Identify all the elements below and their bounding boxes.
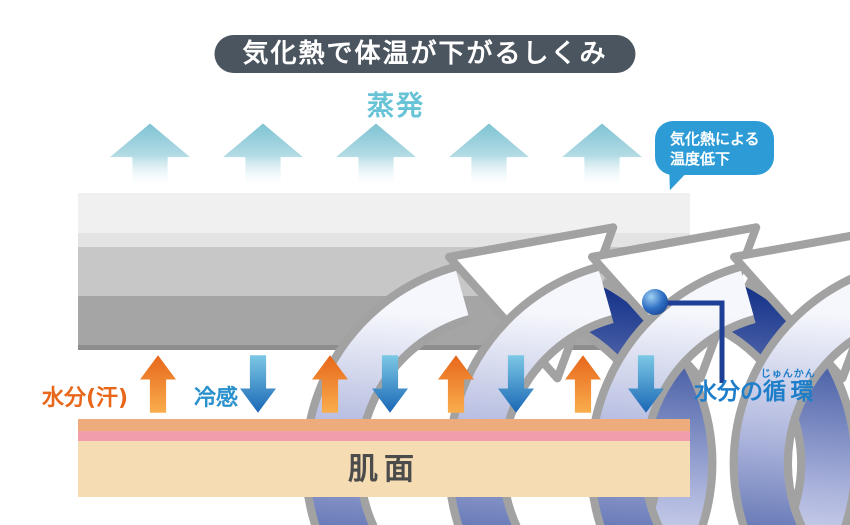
evaporation-arrow-icon	[223, 123, 303, 188]
skin-layer	[78, 419, 690, 497]
fabric-band-1	[78, 193, 690, 233]
page-title: 気化熱で体温が下がるしくみ	[214, 35, 636, 73]
heat-loss-callout: 気化熱による 温度低下	[655, 121, 774, 175]
evaporation-arrow-icon	[336, 123, 416, 188]
sweat-up-arrow-icon	[140, 355, 176, 413]
circulation-base: 循環	[760, 379, 816, 405]
cool-feeling-label: 冷感	[194, 386, 239, 411]
evaporation-arrow-icon	[110, 123, 190, 188]
circulation-prefix: 水分の	[694, 379, 763, 405]
skin-surface-label: 肌面	[348, 452, 420, 487]
circulation-ruby: 循環じゅんかん	[760, 369, 816, 405]
evaporation-arrows	[110, 123, 642, 188]
circulation-label: 水分の循環じゅんかん	[694, 369, 816, 405]
circulation-reading: じゅんかん	[760, 369, 816, 380]
evaporation-label: 蒸発	[367, 91, 425, 122]
cool-down-arrow-icon	[240, 355, 276, 413]
evaporation-arrow-icon	[449, 123, 529, 188]
skin-band-3	[78, 441, 690, 497]
callout-line2: 温度低下	[670, 150, 731, 169]
evaporation-arrow-icon	[562, 123, 642, 188]
circulation-connector-line	[655, 300, 725, 383]
skin-band-2	[78, 431, 690, 441]
callout-line1: 気化熱による	[670, 130, 760, 148]
moisture-label: 水分(汗)	[42, 386, 129, 411]
skin-band-1	[78, 419, 690, 431]
moisture-dot-icon	[642, 289, 668, 315]
